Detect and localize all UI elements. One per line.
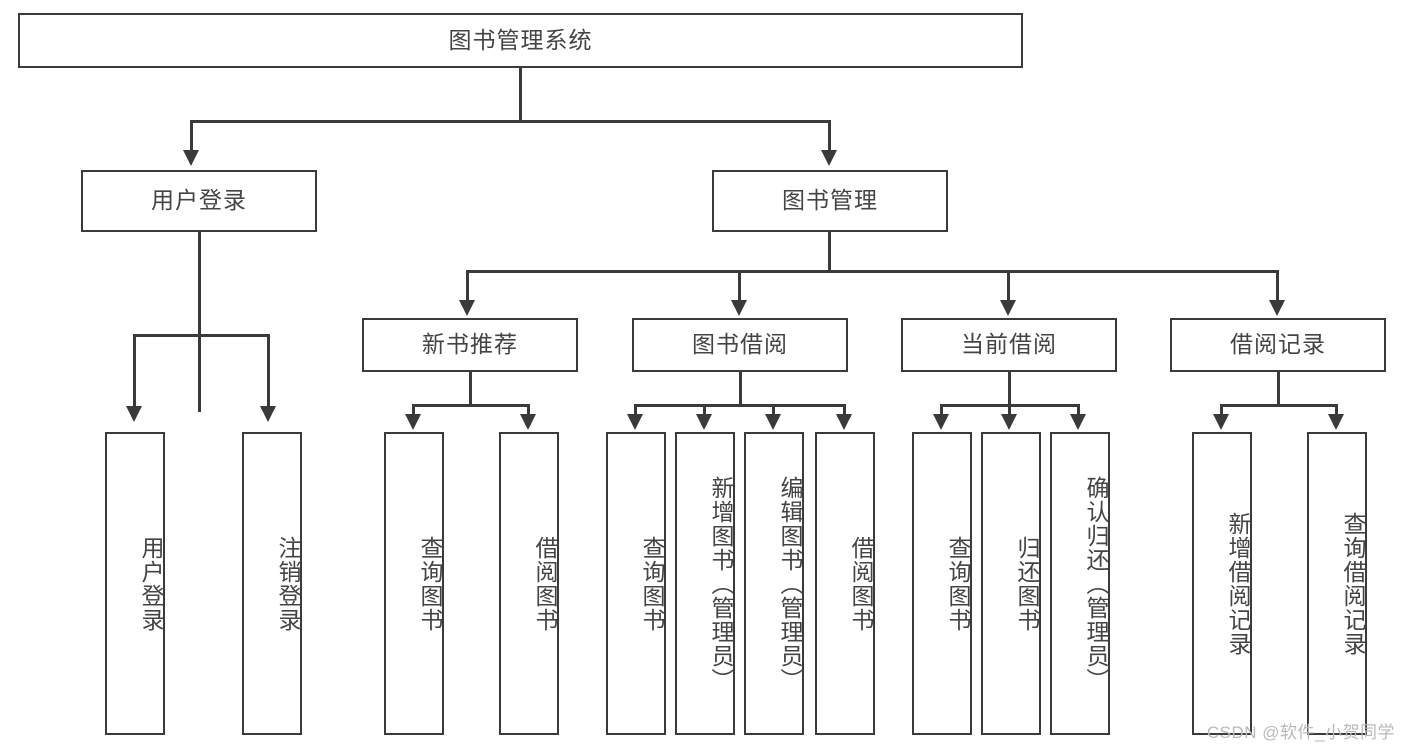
connector-root-bus <box>190 120 831 123</box>
connector-bb-to-leaf-4 <box>843 404 846 416</box>
node-label: 当前借阅 <box>961 331 1057 358</box>
connector-cb-to-leaf-1 <box>940 404 943 416</box>
arrowhead-bb-leaf-1 <box>627 414 643 430</box>
leaf-book-borrow-query[interactable]: 查询图书 <box>606 432 666 735</box>
connector-nbr-to-leaf-2 <box>527 404 530 416</box>
connector-bb-stem <box>739 372 742 406</box>
leaf-borrow-record-add[interactable]: 新增借阅记录 <box>1192 432 1252 735</box>
node-label: 图书管理系统 <box>448 26 593 53</box>
connector-br-stem <box>1277 372 1280 406</box>
leaf-current-borrow-confirm[interactable]: 确认归还（管理员） <box>1050 432 1110 735</box>
connector-bm-to-new-book <box>466 270 469 300</box>
leaf-new-book-borrow[interactable]: 借阅图书 <box>499 432 559 735</box>
node-label: 借阅图书 <box>532 535 558 632</box>
node-root-system[interactable]: 图书管理系统 <box>18 13 1023 68</box>
arrowhead-bb-leaf-3 <box>765 414 781 430</box>
arrowhead-br-leaf-2 <box>1328 414 1344 430</box>
leaf-user-login-logout[interactable]: 注销登录 <box>242 432 302 735</box>
node-label: 查询借阅记录 <box>1340 511 1366 656</box>
connector-bm-to-book-borrow <box>738 270 741 300</box>
arrowhead-user-login-leaf-1 <box>126 406 142 422</box>
arrowhead-root-to-book-manage <box>821 150 837 166</box>
leaf-current-borrow-query[interactable]: 查询图书 <box>912 432 972 735</box>
leaf-user-login-login[interactable]: 用户登录 <box>105 432 165 735</box>
arrowhead-bm-to-book-borrow <box>731 300 747 316</box>
connector-bb-to-leaf-1 <box>634 404 637 416</box>
leaf-book-borrow-add[interactable]: 新增图书（管理员） <box>675 432 735 735</box>
leaf-borrow-record-query[interactable]: 查询借阅记录 <box>1307 432 1367 735</box>
connector-bm-to-borrow-record <box>1276 270 1279 300</box>
arrowhead-cb-leaf-1 <box>933 414 949 430</box>
node-label: 借阅记录 <box>1230 331 1326 358</box>
connector-user-login-bus <box>133 334 270 337</box>
connector-user-login-stem <box>198 232 201 412</box>
connector-bb-to-leaf-3 <box>772 404 775 416</box>
connector-nbr-bus <box>412 404 530 407</box>
connector-root-to-book-manage <box>828 120 831 150</box>
connector-bm-to-current-borrow <box>1007 270 1010 300</box>
node-label: 用户登录 <box>151 187 247 214</box>
node-label: 图书借阅 <box>692 331 788 358</box>
arrowhead-nbr-leaf-2 <box>520 414 536 430</box>
connector-book-manage-bus <box>466 270 1278 273</box>
leaf-book-borrow-borrow[interactable]: 借阅图书 <box>815 432 875 735</box>
arrowhead-root-to-user-login <box>183 150 199 166</box>
connector-user-login-to-leaf-2 <box>267 334 270 406</box>
node-book-borrow[interactable]: 图书借阅 <box>632 318 848 372</box>
connector-br-bus <box>1220 404 1338 407</box>
connector-bb-bus <box>634 404 846 407</box>
node-label: 查询图书 <box>639 535 665 632</box>
node-label: 查询图书 <box>945 535 971 632</box>
arrowhead-bm-to-borrow-record <box>1269 300 1285 316</box>
connector-br-to-leaf-2 <box>1335 404 1338 416</box>
node-label: 编辑图书（管理员） <box>777 475 803 692</box>
node-label: 确认归还（管理员） <box>1083 475 1109 692</box>
arrowhead-bm-to-current-borrow <box>1000 300 1016 316</box>
connector-br-to-leaf-1 <box>1220 404 1223 416</box>
node-label: 图书管理 <box>782 187 878 214</box>
connector-cb-to-leaf-2 <box>1008 404 1011 416</box>
arrowhead-bm-to-new-book <box>459 300 475 316</box>
arrowhead-user-login-leaf-2 <box>260 406 276 422</box>
node-label: 新增图书（管理员） <box>708 475 734 692</box>
arrowhead-bb-leaf-2 <box>696 414 712 430</box>
arrowhead-cb-leaf-3 <box>1070 414 1086 430</box>
node-label: 新书推荐 <box>422 331 518 358</box>
node-label: 查询图书 <box>417 535 443 632</box>
arrowhead-br-leaf-1 <box>1213 414 1229 430</box>
leaf-new-book-query[interactable]: 查询图书 <box>384 432 444 735</box>
node-label: 新增借阅记录 <box>1225 511 1251 656</box>
connector-cb-stem <box>1008 372 1011 406</box>
connector-nbr-stem <box>469 372 472 406</box>
node-label: 归还图书 <box>1014 535 1040 632</box>
connector-user-login-to-leaf-1 <box>133 334 136 406</box>
node-label: 用户登录 <box>138 535 164 632</box>
node-label: 注销登录 <box>275 535 301 632</box>
node-current-borrow[interactable]: 当前借阅 <box>901 318 1117 372</box>
connector-cb-to-leaf-3 <box>1077 404 1080 416</box>
node-label: 借阅图书 <box>848 535 874 632</box>
node-new-book-recommend[interactable]: 新书推荐 <box>362 318 578 372</box>
connector-bb-to-leaf-2 <box>703 404 706 416</box>
connector-nbr-to-leaf-1 <box>412 404 415 416</box>
arrowhead-cb-leaf-2 <box>1001 414 1017 430</box>
connector-book-manage-stem <box>828 232 831 272</box>
node-borrow-record[interactable]: 借阅记录 <box>1170 318 1386 372</box>
connector-root-to-user-login <box>190 120 193 150</box>
connector-root-stem <box>519 68 522 120</box>
leaf-book-borrow-edit[interactable]: 编辑图书（管理员） <box>744 432 804 735</box>
arrowhead-nbr-leaf-1 <box>405 414 421 430</box>
node-user-login[interactable]: 用户登录 <box>81 170 317 232</box>
leaf-current-borrow-return[interactable]: 归还图书 <box>981 432 1041 735</box>
arrowhead-bb-leaf-4 <box>836 414 852 430</box>
node-book-management[interactable]: 图书管理 <box>712 170 948 232</box>
